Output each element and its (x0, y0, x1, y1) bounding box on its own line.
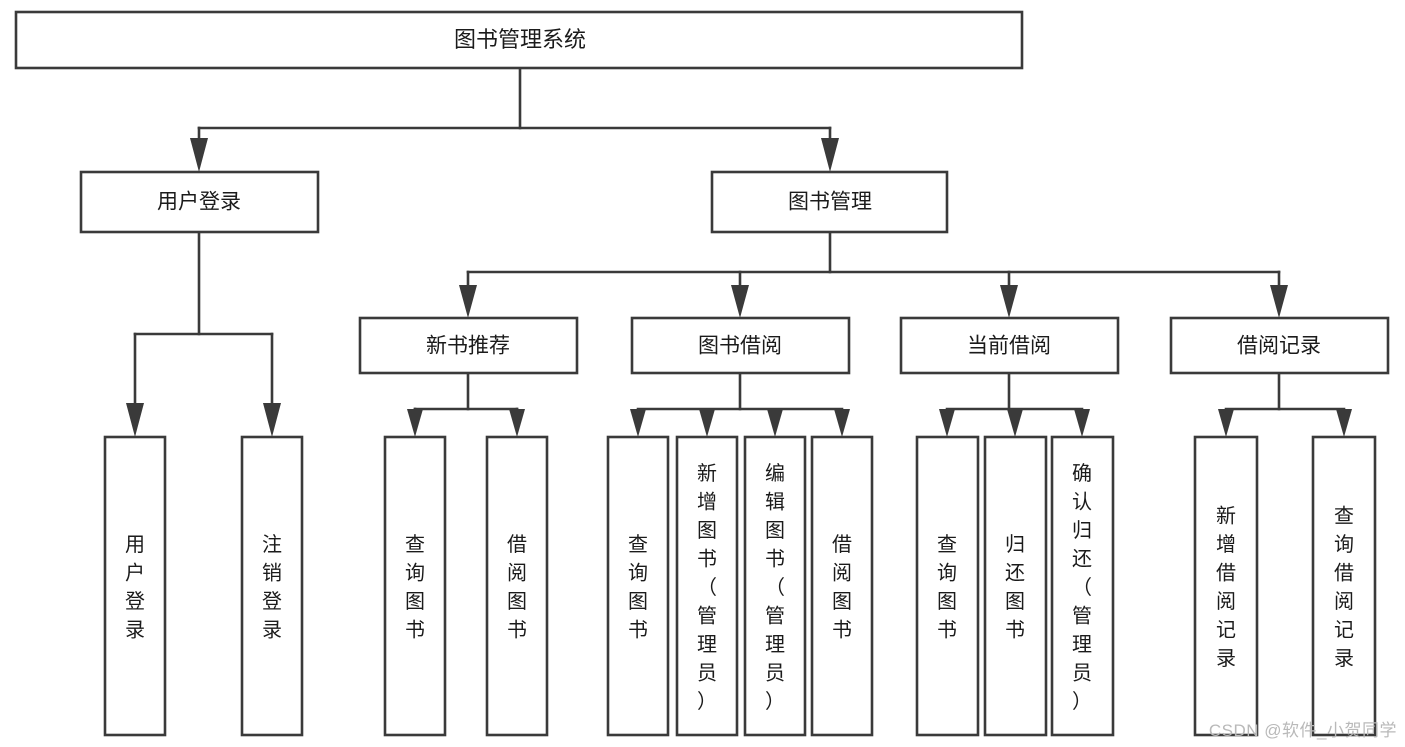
node-leaf-return-book-box[interactable] (983, 435, 1048, 737)
arrow-head-leaf-user-logout (263, 403, 281, 437)
node-leaf-confirm-return-admin-label: 确认归还（管理员） (1072, 462, 1092, 713)
arrow-head-book-borrow (731, 285, 749, 318)
arrow-head-leaf-query-borrow-record (1336, 409, 1352, 437)
node-leaf-user-logout-box[interactable] (240, 435, 304, 737)
arrow-head-leaf-query-book-borrow (630, 409, 646, 437)
node-leaf-edit-book-admin-label: 编辑图书（管理员） (765, 462, 785, 713)
node-book-borrow-box[interactable] (630, 316, 851, 375)
arrow-head-leaf-edit-book-admin (767, 409, 783, 437)
node-book-borrow[interactable]: 图书借阅 (630, 316, 851, 375)
node-leaf-query-borrow-record-box[interactable] (1311, 435, 1377, 737)
connector-layer (126, 66, 1352, 437)
node-current-borrow[interactable]: 当前借阅 (899, 316, 1120, 375)
node-leaf-return-book[interactable]: 归还图书 (983, 435, 1048, 737)
node-leaf-add-book-admin-box[interactable] (675, 435, 739, 737)
node-leaf-query-book-recommend-box[interactable] (383, 435, 447, 737)
node-borrow-record-label: 借阅记录 (1237, 335, 1321, 358)
node-user-login[interactable]: 用户登录 (79, 170, 320, 234)
node-leaf-borrow-book-recommend[interactable]: 借阅图书 (485, 435, 549, 737)
node-leaf-add-book-admin-label: 新增图书（管理员） (697, 462, 717, 713)
node-leaf-return-book-label: 归还图书 (1005, 533, 1025, 642)
node-leaf-user-logout-label: 注销登录 (262, 533, 282, 642)
node-book-borrow-label: 图书借阅 (698, 335, 782, 358)
node-new-book-recommend-box[interactable] (358, 316, 579, 375)
node-leaf-borrow-book-recommend-box[interactable] (485, 435, 549, 737)
node-leaf-edit-book-admin[interactable]: 编辑图书（管理员） (743, 435, 807, 737)
arrow-head-book-management (821, 138, 839, 172)
node-user-login-box[interactable] (79, 170, 320, 234)
node-leaf-query-borrow-record-label: 查询借阅记录 (1334, 505, 1354, 671)
node-leaf-user-login[interactable]: 用户登录 (103, 435, 167, 737)
node-leaf-query-book-current[interactable]: 查询图书 (915, 435, 980, 737)
node-leaf-borrow-book-label: 借阅图书 (832, 533, 852, 642)
arrow-head-leaf-confirm-return-admin (1074, 409, 1090, 437)
arrow-head-leaf-user-login (126, 403, 144, 437)
node-book-management-label: 图书管理 (788, 191, 872, 214)
node-leaf-query-book-current-box[interactable] (915, 435, 980, 737)
node-leaf-query-book-recommend[interactable]: 查询图书 (383, 435, 447, 737)
node-leaf-query-book-recommend-label: 查询图书 (405, 533, 425, 642)
node-new-book-recommend[interactable]: 新书推荐 (358, 316, 579, 375)
node-leaf-confirm-return-admin[interactable]: 确认归还（管理员） (1050, 435, 1115, 737)
node-leaf-add-book-admin[interactable]: 新增图书（管理员） (675, 435, 739, 737)
node-leaf-add-borrow-record[interactable]: 新增借阅记录 (1193, 435, 1259, 737)
node-leaf-borrow-book-recommend-label: 借阅图书 (507, 533, 527, 642)
arrow-head-leaf-add-borrow-record (1218, 409, 1234, 437)
node-root[interactable]: 图书管理系统 (14, 10, 1024, 70)
node-root-label: 图书管理系统 (454, 27, 586, 52)
node-leaf-confirm-return-admin-box[interactable] (1050, 435, 1115, 737)
node-leaf-query-book-borrow[interactable]: 查询图书 (606, 435, 670, 737)
arrow-head-leaf-borrow-book (834, 409, 850, 437)
watermark-csdn: CSDN @软件_小贺同学 (1208, 721, 1397, 740)
arrow-head-leaf-return-book (1007, 409, 1023, 437)
arrow-head-new-book-recommend (459, 285, 477, 318)
arrow-head-user-login (190, 138, 208, 172)
node-leaf-borrow-book[interactable]: 借阅图书 (810, 435, 874, 737)
node-new-book-recommend-label: 新书推荐 (426, 335, 510, 358)
arrow-head-leaf-query-book-current (939, 409, 955, 437)
arrow-head-leaf-borrow-book-recommend (509, 409, 525, 437)
node-book-management[interactable]: 图书管理 (710, 170, 949, 234)
node-root-box[interactable] (14, 10, 1024, 70)
node-leaf-query-borrow-record[interactable]: 查询借阅记录 (1311, 435, 1377, 737)
arrow-head-borrow-record (1270, 285, 1288, 318)
arrow-head-current-borrow (1000, 285, 1018, 318)
leaf-nodes-layer: 用户登录 注销登录 查询图书 借阅图书 查询图书 新增图书（管理员） (103, 435, 1377, 737)
node-leaf-user-login-box[interactable] (103, 435, 167, 737)
node-leaf-borrow-book-box[interactable] (810, 435, 874, 737)
node-leaf-user-logout[interactable]: 注销登录 (240, 435, 304, 737)
node-leaf-query-book-current-label: 查询图书 (937, 533, 957, 642)
node-leaf-edit-book-admin-box[interactable] (743, 435, 807, 737)
node-leaf-add-borrow-record-box[interactable] (1193, 435, 1259, 737)
node-borrow-record[interactable]: 借阅记录 (1169, 316, 1390, 375)
node-book-management-box[interactable] (710, 170, 949, 234)
node-leaf-add-borrow-record-label: 新增借阅记录 (1216, 505, 1236, 671)
node-user-login-label: 用户登录 (157, 191, 241, 214)
node-leaf-query-book-borrow-label: 查询图书 (628, 533, 648, 642)
node-current-borrow-box[interactable] (899, 316, 1120, 375)
node-leaf-query-book-borrow-box[interactable] (606, 435, 670, 737)
arrow-head-leaf-query-book-recommend (407, 409, 423, 437)
node-leaf-user-login-label: 用户登录 (125, 534, 145, 642)
arrow-head-leaf-add-book-admin (699, 409, 715, 437)
node-current-borrow-label: 当前借阅 (967, 335, 1051, 358)
node-borrow-record-box[interactable] (1169, 316, 1390, 375)
